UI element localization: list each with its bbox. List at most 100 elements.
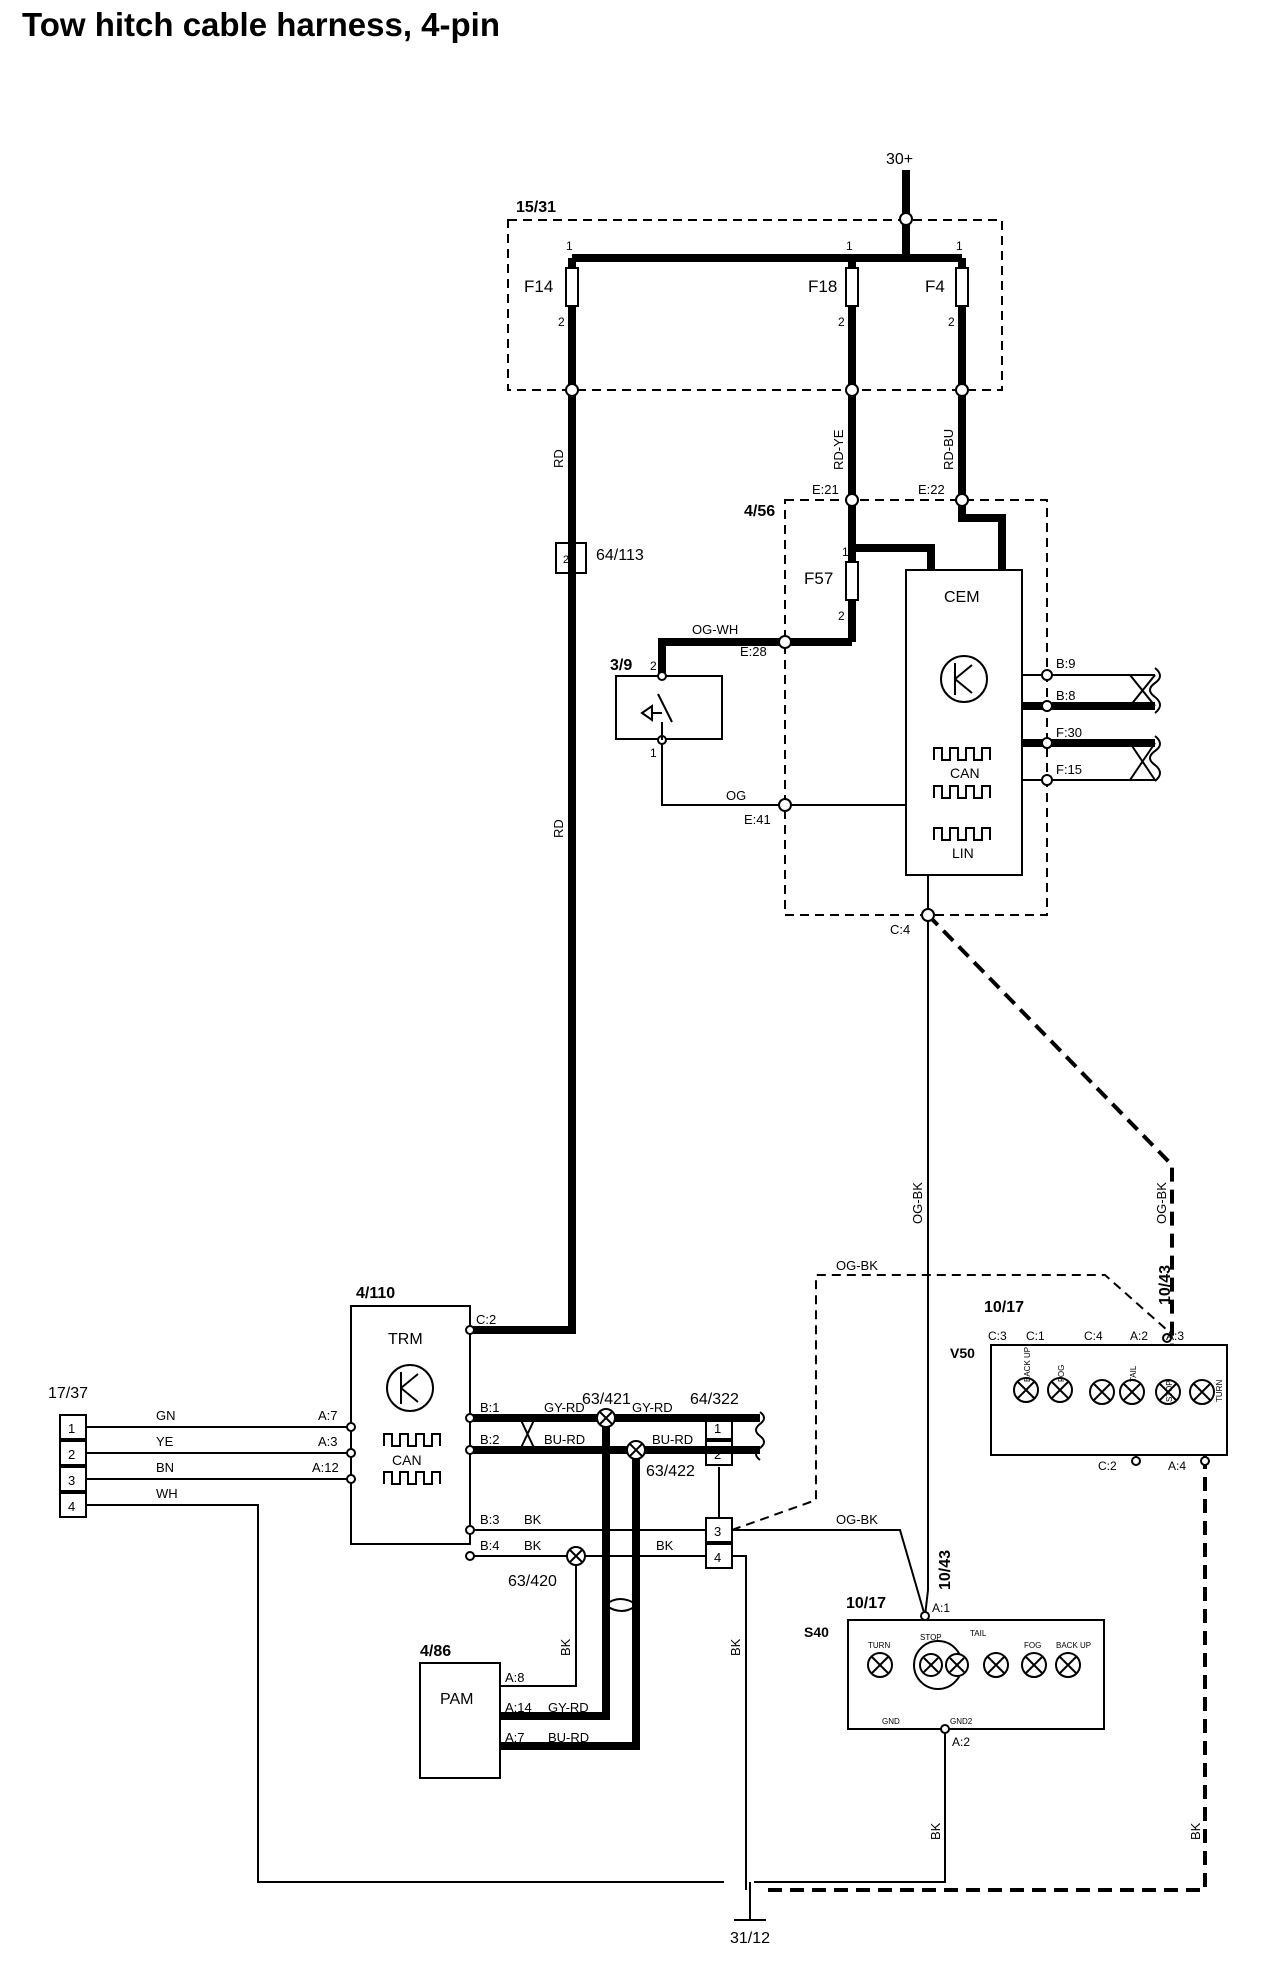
pin-label: C:2 (1098, 1459, 1117, 1473)
splice-63-420 (566, 1546, 586, 1566)
cem-lin-label: LIN (952, 845, 974, 861)
pin-label: A:7 (318, 1408, 338, 1423)
trm-label: TRM (388, 1331, 423, 1348)
pin-label: E:41 (744, 812, 771, 827)
lamp-icon (1013, 1377, 1039, 1403)
splice-63-422-label: 63/422 (646, 1463, 695, 1480)
cem-can-label: CAN (950, 765, 980, 781)
battery-label: 30+ (886, 151, 913, 168)
pin-label: E:28 (740, 644, 767, 659)
pin-label: F:15 (1056, 762, 1082, 777)
pin-label: C:4 (890, 922, 910, 937)
og-bk-v50-dashed (926, 913, 1174, 1345)
cem-lin-wave-icon (933, 827, 991, 841)
fuse-f18-label: F18 (808, 277, 837, 296)
pin-label: A:2 (1130, 1329, 1148, 1343)
s40-alt-ref: 10/43 (937, 1550, 954, 1590)
splice-63-421 (596, 1408, 616, 1428)
v50-variant: V50 (950, 1345, 975, 1361)
ground-symbol-label: 31/12 (730, 1930, 770, 1947)
pin-label: A:12 (312, 1460, 339, 1475)
pin-label: 1 (714, 1421, 721, 1436)
pin-label: 4 (714, 1550, 721, 1565)
lamp-icon (983, 1652, 1009, 1678)
lamp-icon (945, 1653, 969, 1677)
wire-color-label: OG-BK (836, 1258, 878, 1273)
wire-color-label: GY-RD (632, 1400, 673, 1415)
fuse-f4 (955, 267, 969, 307)
v50-lamp-row (1013, 1377, 1215, 1405)
splice-63-422 (626, 1440, 646, 1460)
pin-label: E:21 (812, 482, 839, 497)
wire-color-label: BK (524, 1538, 542, 1553)
cem-module (905, 569, 1023, 876)
lamp-icon (1021, 1652, 1047, 1678)
wire-color-label: GY-RD (548, 1700, 589, 1715)
wire-color-label: BK (728, 1638, 743, 1656)
connector-1737-id: 17/37 (48, 1385, 88, 1402)
v50-ref: 10/17 (984, 1299, 1024, 1316)
pin-label: 1 (68, 1421, 75, 1436)
wire-color-label: OG-BK (1154, 1182, 1169, 1224)
lamp-icon (1055, 1652, 1081, 1678)
fuse-f14-label: F14 (524, 277, 553, 296)
lamp-icon (1047, 1377, 1073, 1403)
pin-label: B:4 (480, 1538, 500, 1553)
og-wire (661, 738, 906, 806)
connector-64322-id: 64/322 (690, 1391, 739, 1408)
pin-label: 1 (566, 239, 573, 253)
pin-label: 1 (956, 239, 963, 253)
pin-label: A:4 (1168, 1459, 1186, 1473)
pin-label: 2 (68, 1447, 75, 1462)
fuse-f4-label: F4 (925, 277, 945, 296)
pin-label: A:3 (1166, 1329, 1184, 1343)
ground-label: GND2 (950, 1717, 973, 1726)
pam-label: PAM (440, 1691, 473, 1708)
pin-label: A:3 (318, 1434, 338, 1449)
connector-1737-pin-1 (59, 1414, 87, 1440)
og-bk-wire-cem (924, 875, 929, 1617)
lamp-label: STOP (1165, 1380, 1174, 1402)
trm-id: 4/110 (356, 1285, 395, 1302)
v50-alt-ref: 10/43 (1157, 1265, 1174, 1305)
wire-color-label: RD-YE (831, 429, 846, 470)
wire-color-label: BU-RD (544, 1432, 585, 1447)
pin-label: 24 (563, 554, 575, 566)
wire-color-label: WH (156, 1486, 178, 1501)
lamp-icon (1089, 1379, 1115, 1405)
page-title: Tow hitch cable harness, 4-pin (22, 6, 500, 43)
wire-color-label: GY-RD (544, 1400, 585, 1415)
pin-label: A:14 (505, 1700, 532, 1715)
pin-label: B:3 (480, 1512, 500, 1527)
wh-wire (86, 1504, 724, 1883)
lamp-label: FOG (1057, 1365, 1066, 1382)
lamp-label: TAIL (1129, 1365, 1138, 1382)
lamp-icon (1189, 1379, 1215, 1405)
pin-label: C:4 (1084, 1329, 1103, 1343)
lamp-label: FOG (1024, 1641, 1041, 1650)
pin-label: 1 (650, 746, 657, 760)
cem-box-id: 4/56 (744, 503, 775, 520)
og-wh-wire (658, 638, 852, 676)
lamp-icon (1155, 1379, 1181, 1405)
fuse-f18 (845, 267, 859, 307)
cem-label: CEM (944, 589, 980, 606)
switch-contact-icon (640, 693, 673, 723)
wire-color-label: BN (156, 1460, 174, 1475)
lamp-label: BACK UP (1056, 1641, 1091, 1650)
pin-label: A:1 (932, 1601, 950, 1615)
pin-label: C:2 (476, 1312, 496, 1327)
pin-label: B:8 (1056, 688, 1076, 703)
splice-63-420-label: 63/420 (508, 1573, 557, 1590)
ground-label: GND (882, 1717, 900, 1726)
wire-color-label: BK (656, 1538, 674, 1553)
wire-color-label: RD-BU (941, 429, 956, 470)
wire-color-label: RD (551, 449, 566, 468)
s40-variant: S40 (804, 1624, 829, 1640)
pin-label: 3 (68, 1473, 75, 1488)
pin-label: B:1 (480, 1400, 500, 1415)
wire-color-label: OG-BK (836, 1512, 878, 1527)
trm-transistor-icon (386, 1364, 434, 1412)
pin-label: A:2 (952, 1735, 970, 1749)
